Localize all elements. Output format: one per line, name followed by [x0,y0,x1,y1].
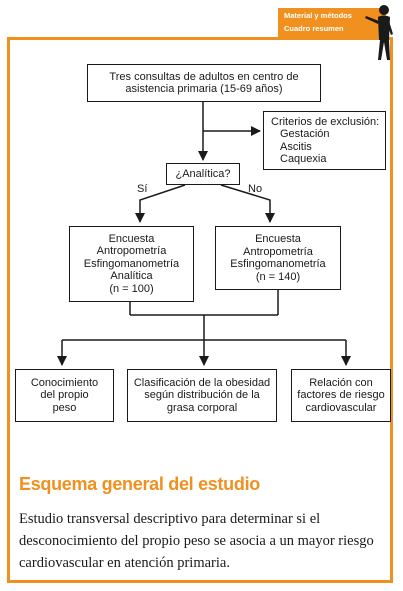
group-yes-box: Encuesta Antropometría Esfingomanometría… [69,226,194,302]
group-yes-line: Antropometría [96,245,167,258]
group-no-line: Antropometría [243,245,313,258]
outcome-box: Conocimiento del propio peso [15,369,114,422]
group-no-n: (n = 140) [255,270,301,283]
start-text: Tres consultas de adultos en centro de a… [109,70,299,96]
figure-description: Estudio transversal descriptivo para det… [19,511,374,571]
exclusion-heading: Criterios de exclusión: [271,115,380,128]
connector-decision-yes [135,184,186,223]
figure-title: Esquema general del estudio [19,474,260,494]
exclusion-item: Gestación [280,128,330,140]
decision-box: ¿Analítica? [166,163,240,185]
section-tag-line1: Material y métodos [284,11,352,20]
group-no-box: Encuesta Antropometría Esfingomanometría… [215,226,341,290]
group-yes-line: Encuesta [108,232,155,245]
decision-text: ¿Analítica? [175,167,231,180]
group-yes-line: Analítica [110,270,153,283]
outcome-box: Relación con factores de riesgo cardiova… [291,369,391,422]
summary-frame [7,37,393,583]
pointing-figure-icon [365,5,393,60]
group-no-line: Encuesta [255,233,301,245]
exclusion-box: Criterios de exclusión: Gestación Asciti… [263,111,386,170]
group-yes-line: Esfingomanometría [83,257,180,270]
start-box: Tres consultas de adultos en centro de a… [87,64,321,102]
outcome-text: Clasificación de la obesidad según distr… [133,376,271,414]
exclusion-item: Caquexia [280,153,327,165]
exclusion-item: Ascitis [280,140,312,153]
outcome-box: Clasificación de la obesidad según distr… [127,369,277,422]
section-tag-line2: Cuadro resumen [284,24,344,33]
outcome-text: Relación con factores de riesgo cardiova… [297,376,385,414]
outcome-text: Conocimiento del propio peso [30,376,99,414]
group-no-line: Esfingomanometría [230,258,326,270]
yes-label: Sí [137,183,148,195]
group-yes-n: (n = 100) [109,282,154,295]
connector-decision-no [220,184,275,223]
section-tag: Material y métodos Cuadro resumen [278,8,386,40]
no-label: No [248,183,263,195]
